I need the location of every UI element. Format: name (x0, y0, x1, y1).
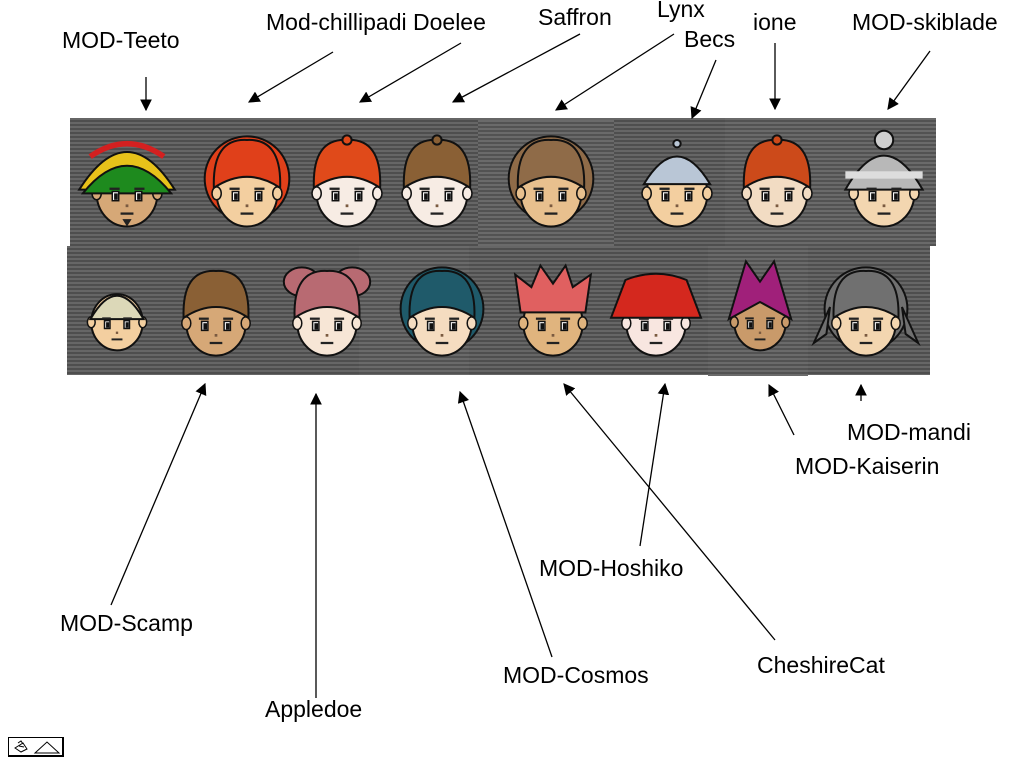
label-chillipadi-doelee: Mod-chillipadi Doelee (266, 9, 486, 35)
arrow-lynx (555, 33, 675, 111)
label-mod-cosmos: MOD-Cosmos (503, 662, 649, 688)
label-becs: Becs (684, 26, 736, 52)
arrow-cheshirecat (563, 383, 776, 641)
arrow-scamp (110, 382, 207, 606)
arrow-hoshiko (639, 382, 670, 547)
label-mod-mandi: MOD-mandi (847, 419, 971, 445)
avatar-mod-cosmos (399, 266, 485, 357)
label-mod-hoshiko: MOD-Hoshiko (539, 555, 684, 581)
arrow-doelee (358, 42, 462, 103)
avatar-mod-hoshiko (609, 272, 703, 357)
label-lynx: Lynx (657, 0, 705, 22)
avatar-saffron (401, 134, 473, 228)
label-ione: ione (753, 9, 797, 35)
avatar-doelee (311, 134, 383, 228)
label-mod-kaiserin: MOD-Kaiserin (795, 453, 940, 479)
label-cheshirecat: CheshireCat (757, 652, 885, 678)
autoshapes-triangle-icon (33, 741, 61, 754)
avatar-ione (741, 134, 813, 228)
avatar-mod-skiblade (843, 129, 925, 228)
avatar-mod-teeto (77, 140, 177, 228)
arrow-skiblade (887, 50, 931, 110)
label-appledoe: Appledoe (265, 696, 363, 722)
avatar-cheshirecat (513, 263, 593, 357)
arrow-cosmos (457, 390, 553, 658)
label-mod-teeto: MOD-Teeto (62, 27, 180, 53)
avatar-mod-scamp (86, 293, 148, 352)
avatar-lynx (507, 135, 595, 228)
avatar-becs (641, 139, 713, 228)
arrow-saffron (451, 33, 581, 103)
label-mod-scamp: MOD-Scamp (60, 610, 193, 636)
arrow-becs (690, 59, 717, 120)
avatar-mod-kaiserin (727, 259, 793, 352)
avatar-mod-scamp-2 (181, 269, 251, 357)
avatar-mod-mandi (811, 266, 921, 357)
draw-icon (14, 740, 28, 753)
arrow-kaiserin (768, 383, 795, 436)
label-saffron: Saffron (538, 4, 612, 30)
avatar-appledoe (282, 266, 372, 357)
avatar-mod-chillipadi (203, 135, 291, 228)
arrow-chillipadi (247, 51, 334, 103)
label-mod-skiblade: MOD-skiblade (852, 9, 998, 35)
drawing-toolbar-button[interactable] (8, 737, 64, 757)
